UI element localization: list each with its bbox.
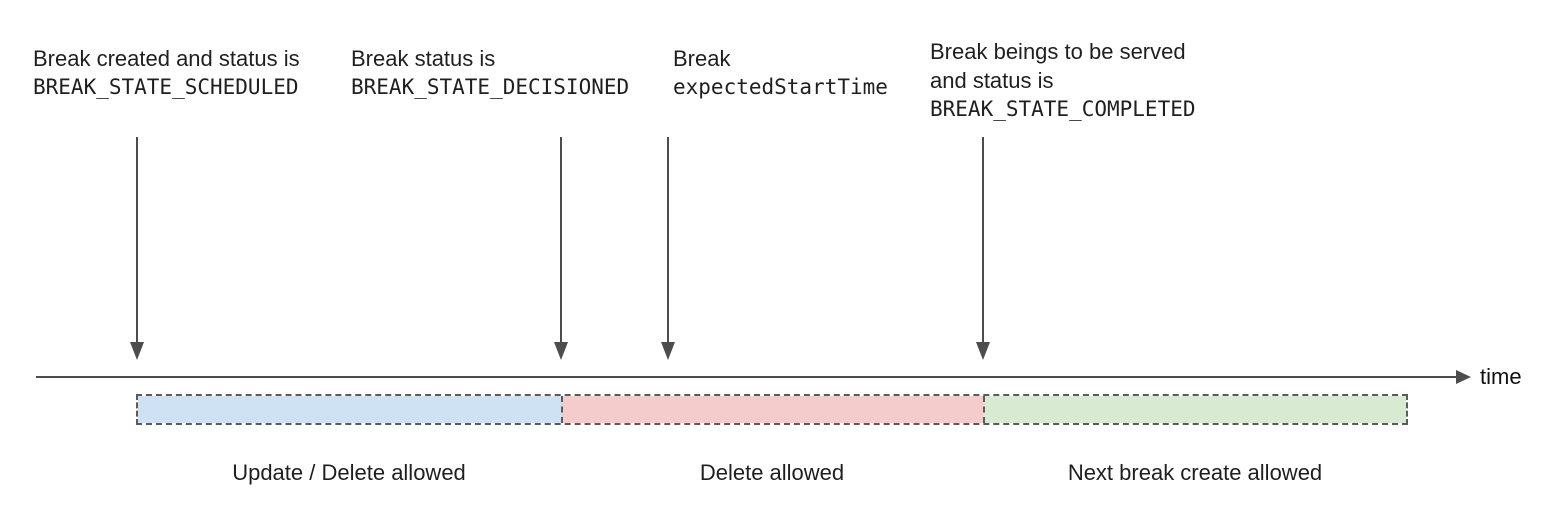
segment-next-break [983,396,1406,423]
annotation-state-code: expectedStartTime [673,75,888,99]
arrow-shaft [667,137,669,343]
timeline-axis [36,376,1456,378]
segment-label-update-delete: Update / Delete allowed [232,460,466,485]
annotation-break-created: Break created and status is BREAK_STATE_… [33,44,300,102]
arrow-right-icon [1456,370,1471,384]
annotation-text: Break beings to be served [930,39,1186,64]
annotation-break-decisioned: Break status is BREAK_STATE_DECISIONED [351,44,629,102]
segment-divider [561,396,563,423]
segment-divider [983,396,985,423]
segment-label-delete: Delete allowed [699,460,845,485]
annotation-text: Break status is [351,46,496,71]
arrow-down-icon [130,342,144,360]
segment-delete [561,396,983,423]
period-bar [136,394,1408,425]
annotation-state-code: BREAK_STATE_DECISIONED [351,75,630,99]
annotation-state-code: BREAK_STATE_COMPLETED [930,97,1196,121]
timeline-axis-label: time [1480,364,1522,389]
segment-update-delete [138,396,561,423]
arrow-down-icon [554,342,568,360]
annotation-text: Break created and status is [33,46,300,71]
segment-label-next-break: Next break create allowed [1067,460,1323,485]
annotation-expected-start-time: Break expectedStartTime [673,44,888,102]
annotation-break-completed: Break beings to be served and status is … [930,37,1196,124]
annotation-text: Break [673,46,731,71]
arrow-down-icon [661,342,675,360]
arrow-shaft [560,137,562,343]
arrow-down-icon [976,342,990,360]
annotation-state-code: BREAK_STATE_SCHEDULED [33,75,299,99]
annotation-text: and status is [930,68,1054,93]
arrow-shaft [982,137,984,343]
arrow-shaft [136,137,138,343]
